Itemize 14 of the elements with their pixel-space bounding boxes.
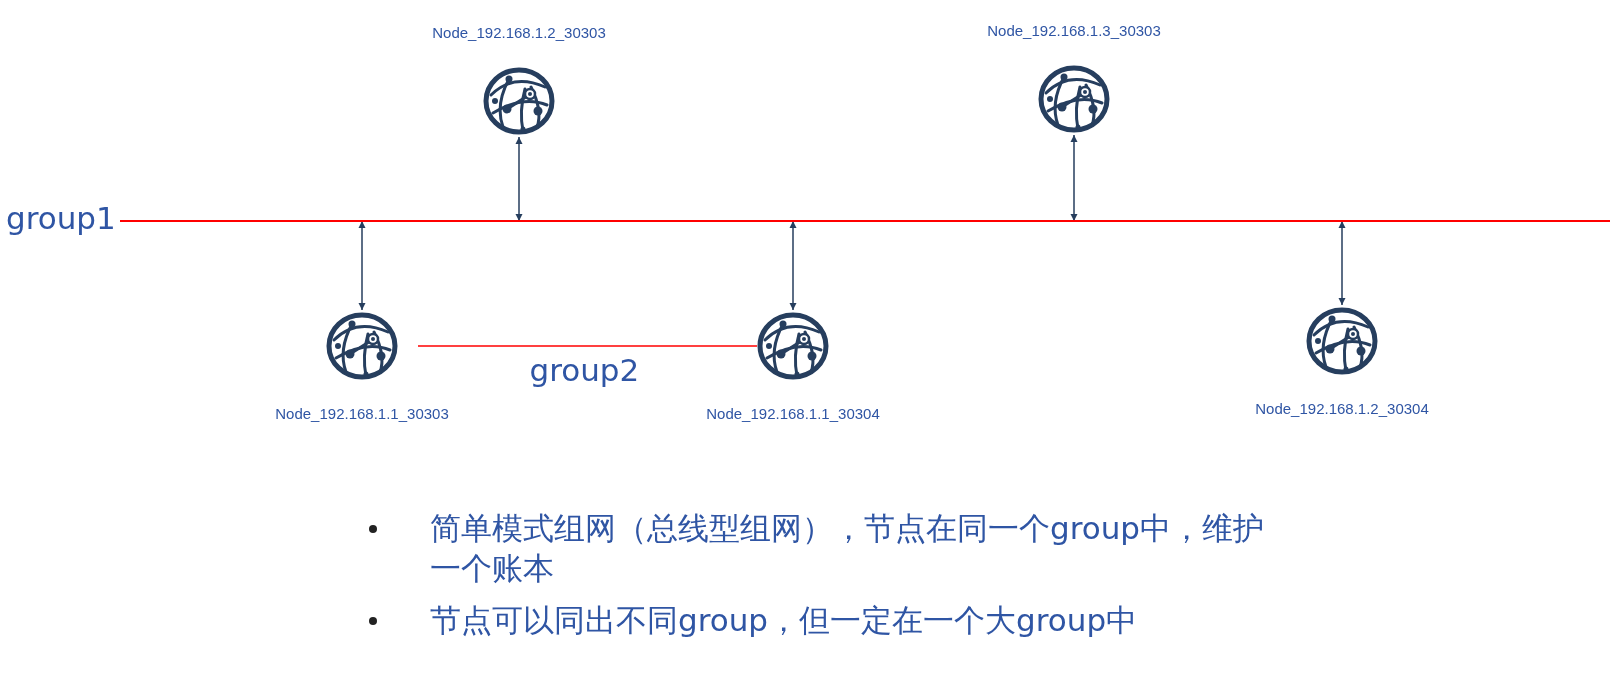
arrow	[789, 220, 797, 311]
arrow	[1070, 134, 1078, 222]
arrow	[515, 136, 523, 222]
node-label: Node_192.168.1.3_30303	[987, 21, 1161, 41]
node-label: Node_192.168.1.2_30303	[432, 23, 606, 43]
bullet-text: 简单模式组网（总线型组网），节点在同一个group中，维护一个账本	[430, 509, 1266, 588]
node-label: Node_192.168.1.1_30303	[275, 404, 449, 424]
node-label: Node_192.168.1.2_30304	[1255, 399, 1429, 419]
bullet-text: 节点可以同出不同group，但一定在一个大group中	[430, 601, 1139, 640]
group-label: group1	[6, 199, 116, 238]
arrow	[358, 220, 366, 311]
node-label: Node_192.168.1.1_30304	[706, 404, 880, 424]
arrow	[1338, 220, 1346, 306]
connector-line	[417, 345, 758, 347]
